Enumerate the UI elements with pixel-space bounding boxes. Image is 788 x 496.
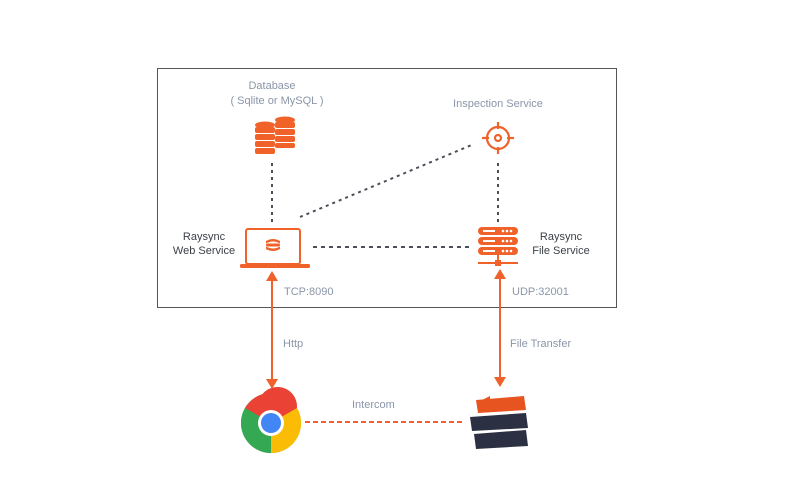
database-title: Database — [248, 80, 296, 92]
file-service-label-line1: Raysync — [539, 231, 583, 243]
database-icon — [255, 116, 295, 154]
file-service-label-line2: File Service — [532, 245, 590, 257]
http-arrow — [266, 271, 278, 389]
intercom-label: Intercom — [352, 399, 395, 411]
crosshair-icon — [482, 122, 514, 154]
http-label: Http — [283, 338, 304, 350]
file-transfer-label: File Transfer — [510, 338, 572, 350]
tcp-port-label: TCP:8090 — [284, 286, 334, 298]
inspection-service-title: Inspection Service — [453, 98, 543, 110]
connector-web-inspection — [299, 143, 475, 218]
server-icon — [478, 227, 518, 266]
laptop-icon — [240, 228, 310, 268]
raysync-client-icon — [470, 396, 528, 449]
database-subtitle: ( Sqlite or MySQL ) — [230, 95, 324, 107]
web-service-label-line2: Web Service — [172, 245, 236, 257]
web-service-label-line1: Raysync — [182, 231, 226, 243]
file-transfer-arrow — [494, 269, 506, 387]
udp-port-label: UDP:32001 — [512, 286, 569, 298]
chrome-icon — [240, 386, 302, 453]
server-boundary-box — [157, 68, 617, 308]
